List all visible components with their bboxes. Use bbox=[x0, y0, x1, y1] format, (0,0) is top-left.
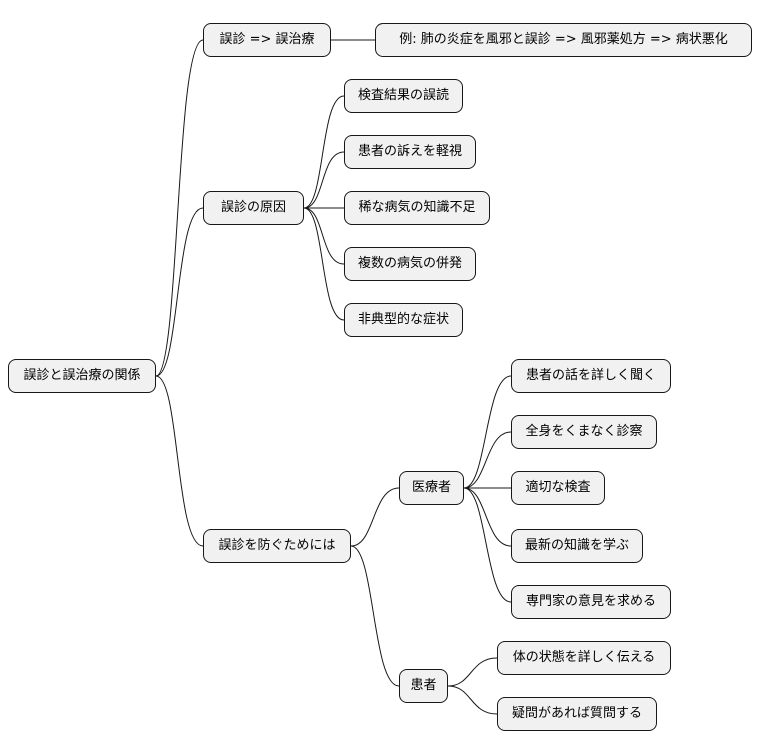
edge-cause-1 bbox=[303, 95, 345, 209]
cause-item: 非典型的な症状 bbox=[344, 303, 463, 337]
edge-doctor-4 bbox=[463, 487, 512, 547]
edge-prevention-doctors bbox=[350, 487, 400, 547]
edge-cause-4 bbox=[303, 207, 345, 265]
edge-root-prevention bbox=[155, 375, 204, 547]
edge-patient-2 bbox=[447, 685, 498, 715]
causes-node: 誤診の原因 bbox=[203, 191, 304, 225]
edge-doctor-5 bbox=[463, 487, 512, 603]
edge-root-misdiagnosis bbox=[155, 39, 204, 377]
cause-item: 稀な病気の知識不足 bbox=[344, 191, 490, 225]
edge-cause-2 bbox=[303, 151, 345, 209]
edge-doctor-1 bbox=[463, 375, 512, 489]
edge-prevention-patients bbox=[350, 545, 400, 687]
patient-item: 疑問があれば質問する bbox=[497, 697, 657, 731]
doctor-item: 全身をくまなく診察 bbox=[511, 415, 657, 449]
cause-item: 複数の病気の併発 bbox=[344, 247, 476, 281]
doctor-item: 専門家の意見を求める bbox=[511, 585, 671, 619]
cause-item: 検査結果の誤読 bbox=[344, 79, 463, 113]
edge-cause-5 bbox=[303, 207, 345, 321]
patient-item: 体の状態を詳しく伝える bbox=[497, 641, 671, 675]
cause-item: 患者の訴えを軽視 bbox=[344, 135, 476, 169]
edge-root-causes bbox=[155, 207, 204, 377]
doctor-item: 最新の知識を学ぶ bbox=[511, 529, 643, 563]
patients-node: 患者 bbox=[399, 669, 448, 703]
prevention-node: 誤診を防ぐためには bbox=[203, 529, 351, 563]
edge-doctor-2 bbox=[463, 431, 512, 489]
root-node: 誤診と誤治療の関係 bbox=[8, 359, 156, 393]
doctor-item: 患者の話を詳しく聞く bbox=[511, 359, 671, 393]
doctors-node: 医療者 bbox=[399, 471, 464, 505]
doctor-item: 適切な検査 bbox=[511, 471, 605, 505]
edge-patient-1 bbox=[447, 657, 498, 687]
misdiagnosis-example-node: 例: 肺の炎症を風邪と誤診 => 風邪薬処方 => 病状悪化 bbox=[375, 23, 752, 57]
misdiagnosis-node: 誤診 => 誤治療 bbox=[203, 23, 331, 57]
